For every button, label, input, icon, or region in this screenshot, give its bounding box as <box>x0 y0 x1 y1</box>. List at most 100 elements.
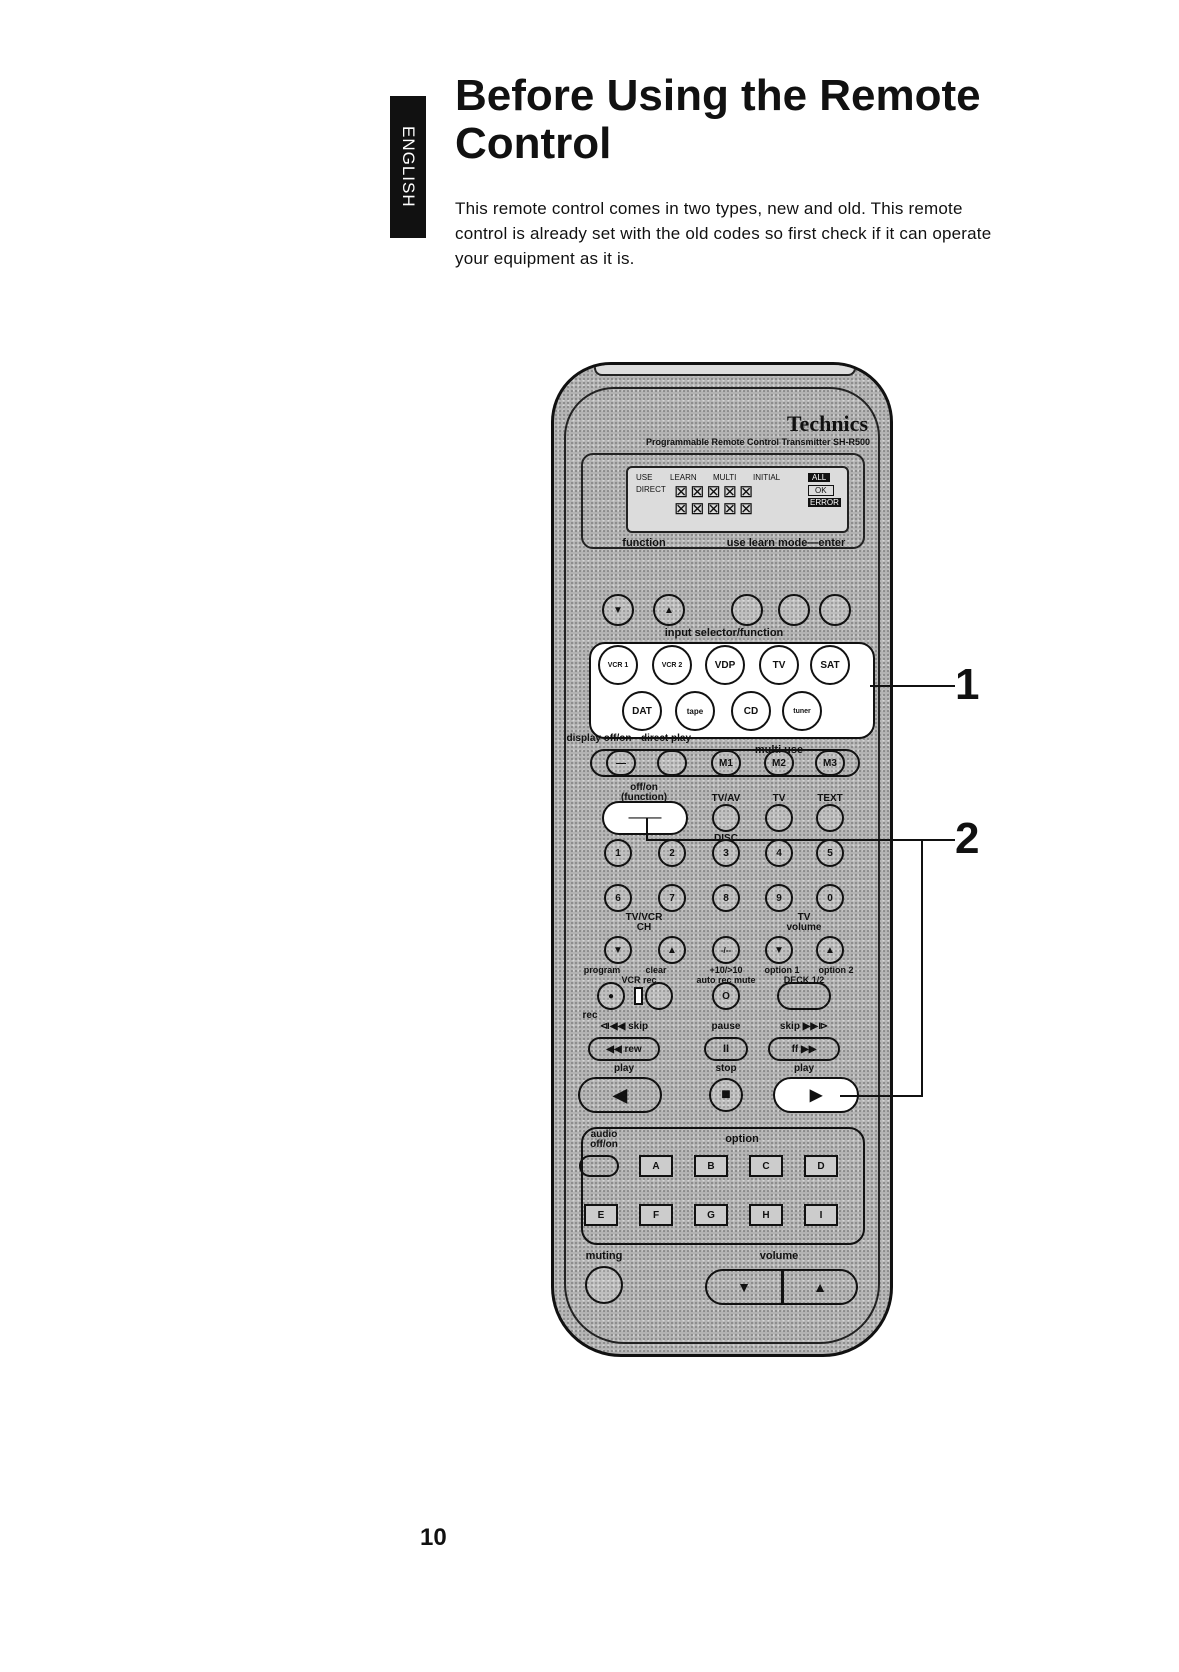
tv-volume-down-button[interactable]: ▼ <box>765 936 793 964</box>
input-tv-button[interactable]: TV <box>759 645 799 685</box>
rec-label: rec <box>582 1010 598 1021</box>
option-c-button[interactable]: C <box>749 1155 783 1177</box>
use-button[interactable] <box>731 594 763 626</box>
number-1-button[interactable]: 1 <box>604 839 632 867</box>
input-tape-button[interactable]: tape <box>675 691 715 731</box>
option-d-button[interactable]: D <box>804 1155 838 1177</box>
brand-logo: Technics <box>786 411 868 436</box>
number-2-button[interactable]: 2 <box>658 839 686 867</box>
rewind-button[interactable]: ◀◀ rew <box>588 1037 660 1061</box>
callout-1: 1 <box>955 660 980 709</box>
enter-button[interactable] <box>819 594 851 626</box>
auto-rec-mute-label: auto rec mute <box>696 975 756 985</box>
auto-rec-mute-button[interactable]: O <box>712 982 740 1010</box>
skip-fwd-label: skip ▶▶⧐ <box>779 1021 829 1032</box>
input-vdp-button[interactable]: VDP <box>705 645 745 685</box>
play-label: play <box>793 1063 815 1074</box>
display-label: display off/on <box>566 733 632 744</box>
option-i-button[interactable]: I <box>804 1204 838 1226</box>
display-button[interactable]: — <box>606 750 636 776</box>
model-label: Programmable Remote Control Transmitter … <box>645 437 870 447</box>
option-panel <box>581 1127 865 1245</box>
option-f-button[interactable]: F <box>639 1204 673 1226</box>
option-h-button[interactable]: H <box>749 1204 783 1226</box>
m1-button[interactable]: M1 <box>711 750 741 776</box>
option1-label: option 1 <box>764 965 800 975</box>
input-cd-button[interactable]: CD <box>731 691 771 731</box>
page-number: 10 <box>420 1524 447 1551</box>
callout-2: 2 <box>955 814 980 863</box>
deck-button[interactable] <box>777 982 831 1010</box>
m2-button[interactable]: M2 <box>764 750 794 776</box>
number-0-button[interactable]: 0 <box>816 884 844 912</box>
function-label: function <box>622 537 666 549</box>
stop-button[interactable]: ■ <box>709 1078 743 1112</box>
lcd-error: ERROR <box>808 498 841 507</box>
intro-paragraph: This remote control comes in two types, … <box>455 199 992 268</box>
digit-toggle-button[interactable]: -/-- <box>712 936 740 964</box>
remote-top-strip <box>594 365 856 376</box>
number-4-button[interactable]: 4 <box>765 839 793 867</box>
remote-inner-outline <box>564 387 880 1344</box>
vcr-rec-label: VCR rec <box>621 975 657 985</box>
lcd-use: USE <box>636 473 653 482</box>
input-dat-button[interactable]: DAT <box>622 691 662 731</box>
callout-2-branch-line <box>840 840 923 1097</box>
m3-button[interactable]: M3 <box>815 750 845 776</box>
rec-button[interactable]: ● <box>597 982 625 1010</box>
input-tuner-button[interactable]: tuner <box>782 691 822 731</box>
off-on-button[interactable]: ——— <box>602 801 688 835</box>
learn-mode-button[interactable] <box>778 594 810 626</box>
fast-forward-button[interactable]: ff ▶▶ <box>768 1037 840 1061</box>
clear-button[interactable] <box>645 982 673 1010</box>
play-reverse-label: play <box>613 1063 635 1074</box>
number-7-button[interactable]: 7 <box>658 884 686 912</box>
tv-label: TV <box>772 793 786 804</box>
option-g-button[interactable]: G <box>694 1204 728 1226</box>
lcd-direct: DIRECT <box>636 485 666 494</box>
input-sat-button[interactable]: SAT <box>810 645 850 685</box>
program-label: program <box>583 965 621 975</box>
input-vcr1-button[interactable]: VCR 1 <box>598 645 638 685</box>
option-e-button[interactable]: E <box>584 1204 618 1226</box>
language-tab: ENGLISH <box>390 96 426 238</box>
lcd-initial: INITIAL <box>753 473 781 482</box>
clear-label: clear <box>645 965 667 975</box>
text-label: TEXT <box>817 793 843 804</box>
ch-down-button[interactable]: ▼ <box>604 936 632 964</box>
option-label: option <box>725 1133 759 1145</box>
lcd-learn: LEARN <box>670 473 697 482</box>
text-button[interactable] <box>816 804 844 832</box>
number-9-button[interactable]: 9 <box>765 884 793 912</box>
tv-volume-up-button[interactable]: ▲ <box>816 936 844 964</box>
ch-up-button[interactable]: ▲ <box>658 936 686 964</box>
direct-play-button[interactable] <box>657 750 687 776</box>
play-reverse-button[interactable]: ◀ <box>578 1077 662 1113</box>
function-down-button[interactable]: ▼ <box>602 594 634 626</box>
volume-up-button[interactable]: ▲ <box>782 1269 858 1305</box>
audio-button[interactable] <box>579 1155 619 1177</box>
tv-av-button[interactable] <box>712 804 740 832</box>
lcd-all: ALL <box>808 473 831 482</box>
lcd-segment-digits: ⊠⊠⊠⊠⊠⊠⊠⊠⊠⊠ <box>674 482 756 518</box>
tv-button[interactable] <box>765 804 793 832</box>
deck-label: DECK 1/2 <box>783 975 825 985</box>
rec-indicator <box>634 987 643 1005</box>
function-up-button[interactable]: ▲ <box>653 594 685 626</box>
option-a-button[interactable]: A <box>639 1155 673 1177</box>
off-on-label: off/on (function) <box>620 782 668 803</box>
disc-label: DISC <box>714 833 738 844</box>
mode-label: use learn mode—enter <box>726 537 846 549</box>
number-8-button[interactable]: 8 <box>712 884 740 912</box>
pause-button[interactable]: II <box>704 1037 748 1061</box>
tv-vcr-ch-label: TV/VCR CH <box>625 912 663 933</box>
lcd-multi: MULTI <box>713 473 737 482</box>
muting-button[interactable] <box>585 1266 623 1304</box>
input-vcr2-button[interactable]: VCR 2 <box>652 645 692 685</box>
option-b-button[interactable]: B <box>694 1155 728 1177</box>
audio-label: audio off/on <box>590 1129 618 1150</box>
tv-av-label: TV/AV <box>711 793 741 804</box>
number-6-button[interactable]: 6 <box>604 884 632 912</box>
volume-label: volume <box>759 1250 799 1262</box>
